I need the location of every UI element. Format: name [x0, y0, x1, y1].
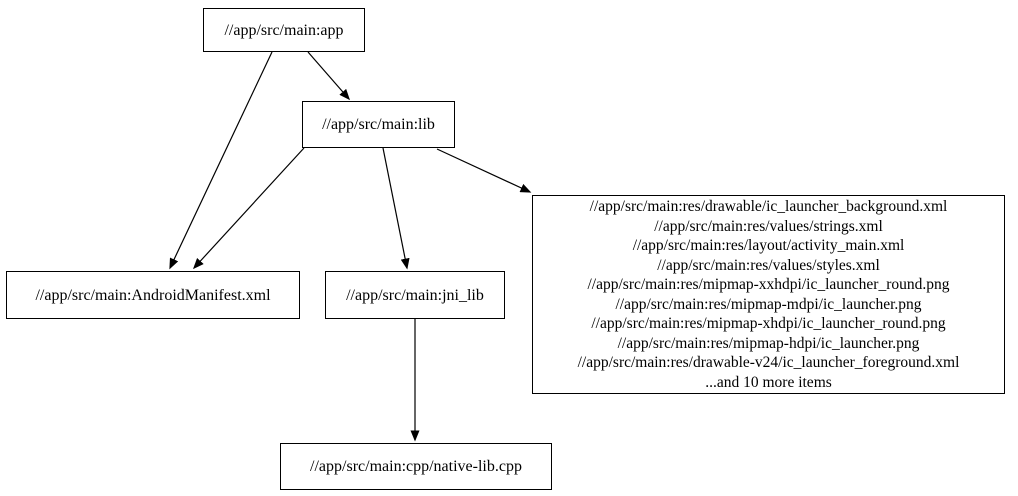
node-app-label: //app/src/main:app [224, 21, 344, 39]
node-lib-target: //app/src/main:lib [302, 101, 455, 148]
res-file-label: //app/src/main:res/mipmap-hdpi/ic_launch… [617, 334, 920, 352]
node-native-lib-cpp: //app/src/main:cpp/native-lib.cpp [280, 443, 552, 490]
node-app-target: //app/src/main:app [203, 8, 365, 52]
res-file-label: //app/src/main:res/mipmap-xhdpi/ic_launc… [591, 315, 946, 332]
res-file-label: //app/src/main:res/drawable-v24/ic_launc… [577, 354, 960, 371]
node-native-lib-cpp-label: //app/src/main:cpp/native-lib.cpp [310, 458, 522, 475]
node-jni-lib: //app/src/main:jni_lib [325, 271, 505, 319]
edge-app-to-manifest [169, 51, 273, 270]
more-items-label: ...and 10 more items [705, 373, 832, 391]
node-res-file-group: //app/src/main:res/drawable/ic_launcher_… [532, 195, 1005, 394]
res-file-label: //app/src/main:res/drawable/ic_launcher_… [589, 198, 948, 215]
res-file-label: //app/src/main:res/values/styles.xml [657, 256, 880, 274]
edge-lib-to-res-group [436, 148, 532, 193]
node-android-manifest-label: //app/src/main:AndroidManifest.xml [35, 286, 271, 304]
node-jni-lib-label: //app/src/main:jni_lib [346, 286, 484, 304]
node-lib-label: //app/src/main:lib [322, 116, 435, 133]
node-android-manifest: //app/src/main:AndroidManifest.xml [6, 271, 300, 319]
res-file-label: //app/src/main:res/mipmap-xxhdpi/ic_laun… [587, 276, 950, 293]
res-file-label: //app/src/main:res/layout/activity_main.… [632, 237, 905, 254]
edge-app-to-lib [307, 51, 350, 101]
edge-lib-to-jni-lib [382, 147, 410, 270]
res-file-label: //app/src/main:res/values/strings.xml [654, 217, 883, 235]
res-file-label: //app/src/main:res/mipmap-mdpi/ic_launch… [615, 295, 922, 313]
edge-lib-to-manifest [192, 147, 305, 270]
